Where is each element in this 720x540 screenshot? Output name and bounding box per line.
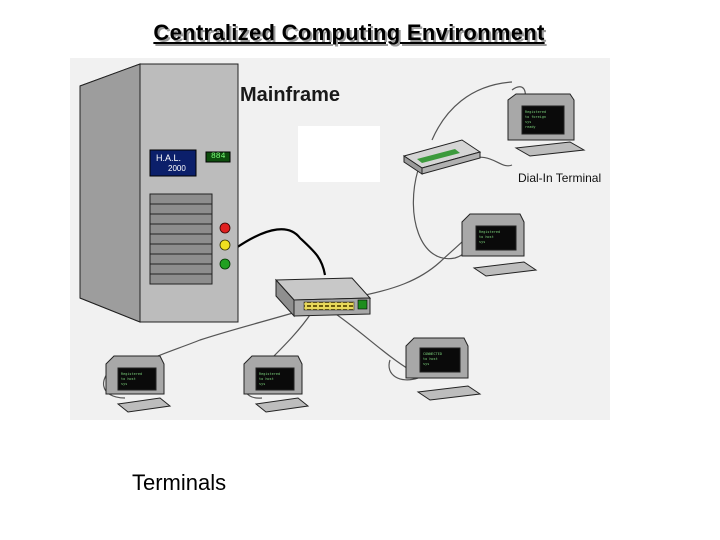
mainframe-name-line2: 2000 [168,164,186,173]
network-hub [274,277,372,318]
svg-text:Registered: Registered [479,230,500,234]
svg-text:Registered: Registered [259,372,280,376]
dial-in-terminal-label: Dial-In Terminal [518,171,602,185]
modem [298,126,482,182]
mainframe-vent [149,193,213,285]
svg-text:to host: to host [121,377,136,381]
svg-text:sys: sys [479,240,485,244]
status-led-red [219,222,231,234]
status-led-yellow [219,239,231,251]
svg-text:to host: to host [423,357,438,361]
svg-text:CONNECTED: CONNECTED [423,352,442,356]
svg-text:sys: sys [423,362,429,366]
terminal-bottom-left: Registered to host sys [105,355,172,413]
svg-text:to host: to host [259,377,274,381]
mainframe-tower [79,63,239,323]
mainframe-label: Mainframe [240,84,341,106]
svg-text:sys: sys [259,382,265,386]
status-led-green [219,258,231,270]
dial-in-terminal: Registered to foreign sys ready [507,93,586,157]
svg-text:to foreign: to foreign [525,115,546,119]
svg-text:Registered: Registered [525,110,546,114]
terminals-label: Terminals [132,470,227,495]
slide-title: Centralized Computing Environment [153,20,545,45]
svg-text:to host: to host [479,235,494,239]
svg-text:sys: sys [121,382,127,386]
svg-text:ready: ready [525,125,536,129]
mainframe-name-line1: H.A.L. [156,153,182,163]
mainframe-display-value: 884 [211,152,226,161]
terminal-right-lower: CONNECTED to host sys [405,337,482,401]
terminal-right-upper: Registered to host sys [461,213,538,277]
svg-text:Registered: Registered [121,372,142,376]
mainframe-display [205,151,231,163]
terminal-bottom-middle: Registered to host sys [243,355,310,413]
svg-text:sys: sys [525,120,531,124]
mainframe-nameplate [149,149,197,177]
